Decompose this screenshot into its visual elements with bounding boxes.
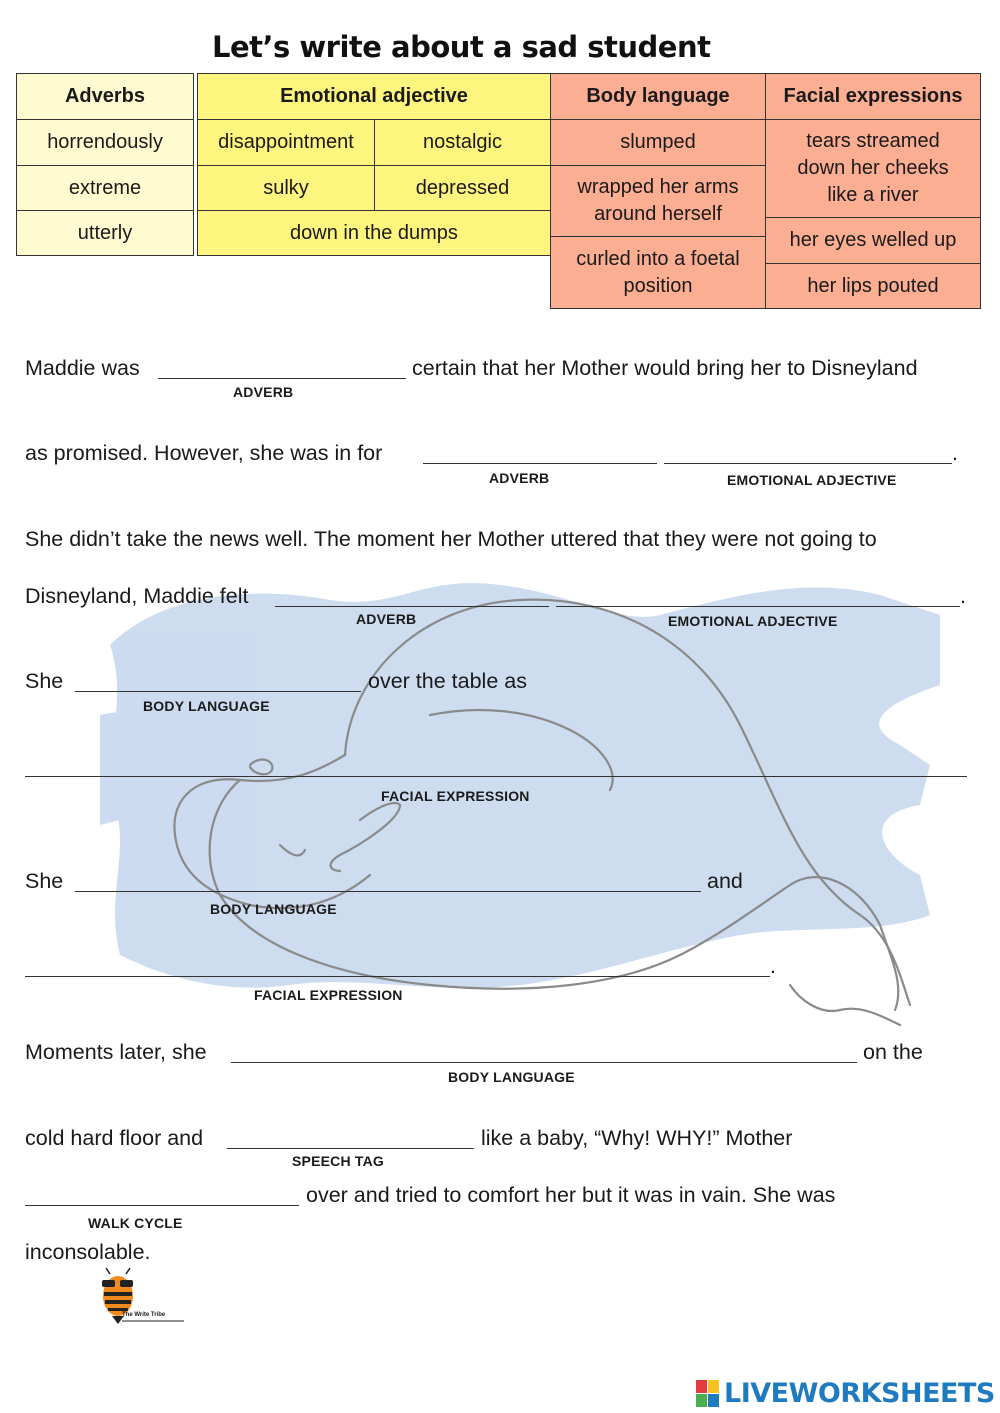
- sentence-text: She: [25, 669, 64, 693]
- header-emotional-adjective: Emotional adjective: [197, 73, 551, 120]
- blank-label: EMOTIONAL ADJECTIVE: [727, 472, 897, 488]
- blank-speech-tag[interactable]: [227, 1148, 474, 1149]
- liveworksheets-brand: LIVEWORKSHEETS: [696, 1378, 995, 1409]
- sentence-text: inconsolable.: [25, 1240, 151, 1264]
- sentence-text: like a baby, “Why! WHY!” Mother: [481, 1126, 793, 1150]
- sentence-text: She: [25, 869, 64, 893]
- sentence-text: .: [960, 584, 966, 608]
- blank-label: BODY LANGUAGE: [143, 698, 270, 714]
- blank-adverb[interactable]: [158, 378, 406, 379]
- body-language-cell: wrapped her arms around herself: [550, 165, 766, 237]
- blank-label: ADVERB: [356, 611, 417, 627]
- liveworksheets-text: LIVEWORKSHEETS: [724, 1378, 995, 1409]
- sentence-text: and: [707, 869, 743, 893]
- header-adverbs: Adverbs: [16, 73, 194, 120]
- sentence-text: Maddie was: [25, 356, 140, 380]
- liveworksheets-logo-icon: [696, 1379, 719, 1407]
- sentence-text: over the table as: [368, 669, 527, 693]
- adverb-cell: extreme: [16, 165, 194, 211]
- header-body-language: Body language: [550, 73, 766, 120]
- sentence-text: over and tried to comfort her but it was…: [306, 1183, 836, 1207]
- sad-girl-illustration: [100, 583, 940, 1027]
- sentence-text: She didn’t take the news well. The momen…: [25, 527, 877, 551]
- sentence-text: certain that her Mother would bring her …: [412, 356, 918, 380]
- blank-body-language[interactable]: [75, 691, 361, 692]
- blank-label: ADVERB: [489, 470, 550, 486]
- blank-label: ADVERB: [233, 384, 294, 400]
- adverb-cell: horrendously: [16, 119, 194, 166]
- sentence-text: Moments later, she: [25, 1040, 207, 1064]
- facial-expression-cell: her eyes welled up: [765, 217, 981, 264]
- sentence-text: .: [952, 441, 958, 465]
- sentence-text: on the: [863, 1040, 923, 1064]
- blank-label: EMOTIONAL ADJECTIVE: [668, 613, 838, 629]
- blank-facial-expression[interactable]: [25, 976, 770, 977]
- write-tribe-logo-text: The Write Tribe: [122, 1312, 166, 1318]
- emotional-cell: nostalgic: [374, 119, 551, 166]
- blank-walk-cycle[interactable]: [25, 1205, 299, 1206]
- blank-emotional-adjective[interactable]: [556, 606, 960, 607]
- blank-body-language[interactable]: [75, 891, 701, 892]
- blank-emotional-adjective[interactable]: [664, 463, 952, 464]
- sentence-text: .: [770, 954, 776, 978]
- facial-expression-cell: tears streamed down her cheeks like a ri…: [765, 119, 981, 218]
- blank-adverb[interactable]: [275, 606, 549, 607]
- bee-icon: [102, 1267, 184, 1324]
- blank-label: BODY LANGUAGE: [448, 1069, 575, 1085]
- blank-facial-expression[interactable]: [25, 776, 967, 777]
- header-facial-expressions: Facial expressions: [765, 73, 981, 120]
- sentence-text: cold hard floor and: [25, 1126, 204, 1150]
- blank-label: FACIAL EXPRESSION: [381, 788, 530, 804]
- sentence-text: Disneyland, Maddie felt: [25, 584, 249, 608]
- emotional-cell: down in the dumps: [197, 210, 551, 256]
- adverb-cell: utterly: [16, 210, 194, 256]
- blank-label: WALK CYCLE: [88, 1215, 183, 1231]
- emotional-cell: disappointment: [197, 119, 375, 166]
- sentence-text: as promised. However, she was in for: [25, 441, 383, 465]
- body-language-cell: slumped: [550, 119, 766, 166]
- emotional-cell: depressed: [374, 165, 551, 211]
- blank-label: SPEECH TAG: [292, 1153, 384, 1169]
- write-tribe-logo: The Write Tribe: [96, 1266, 188, 1331]
- blank-label: BODY LANGUAGE: [210, 901, 337, 917]
- worksheet-title: Let’s write about a sad student: [212, 30, 711, 64]
- blank-label: FACIAL EXPRESSION: [254, 987, 403, 1003]
- blank-body-language[interactable]: [231, 1062, 857, 1063]
- blank-adverb[interactable]: [423, 463, 657, 464]
- emotional-cell: sulky: [197, 165, 375, 211]
- facial-expression-cell: her lips pouted: [765, 263, 981, 309]
- body-language-cell: curled into a foetal position: [550, 236, 766, 309]
